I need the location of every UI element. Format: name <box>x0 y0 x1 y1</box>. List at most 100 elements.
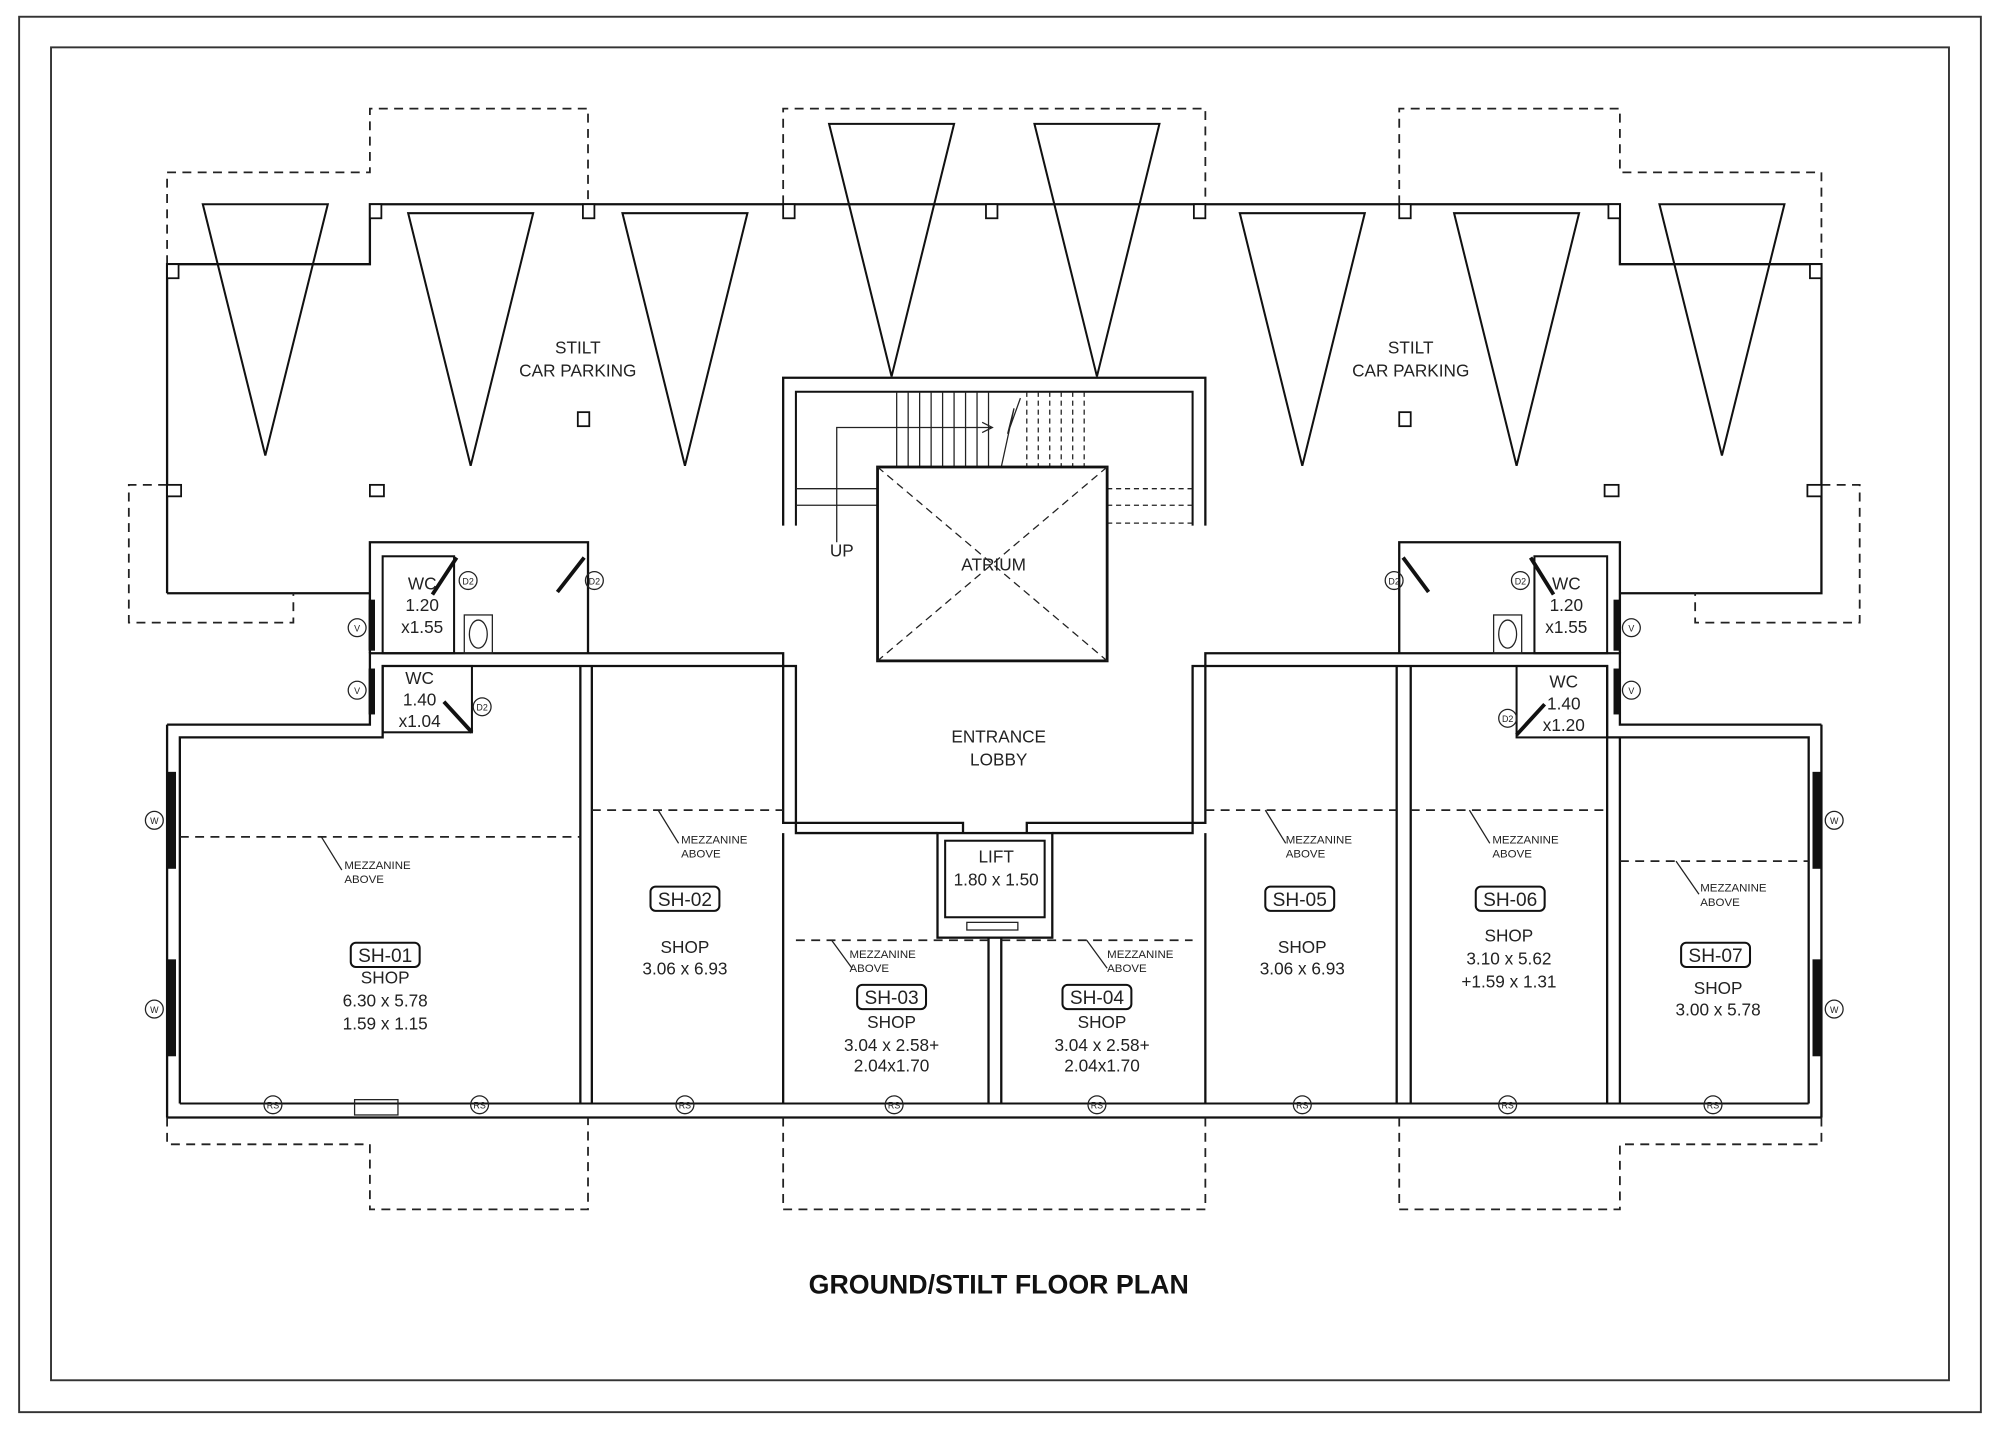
svg-text:3.06 x 6.93: 3.06 x 6.93 <box>642 959 727 979</box>
svg-text:ABOVE: ABOVE <box>1286 848 1326 860</box>
svg-text:D2: D2 <box>589 576 600 586</box>
svg-text:3.04 x 2.58+: 3.04 x 2.58+ <box>1054 1035 1149 1055</box>
svg-text:3.00 x 5.78: 3.00 x 5.78 <box>1676 999 1761 1019</box>
parking-label-right-2: CAR PARKING <box>1352 360 1469 380</box>
shutter-tags <box>263 1095 1723 1115</box>
parking-label-right: STILT <box>1388 337 1434 357</box>
shop-sh-02: SH-02 SHOP 3.06 x 6.93 <box>642 885 728 979</box>
atrium-void <box>876 465 1109 663</box>
shop-sh-04: SH-04 SHOP 3.04 x 2.58+ 2.04x1.70 <box>1054 983 1150 1076</box>
shop-sh-03: SH-03 SHOP 3.04 x 2.58+ 2.04x1.70 <box>844 983 939 1076</box>
svg-text:6.30 x 5.78: 6.30 x 5.78 <box>343 991 428 1011</box>
ventilator-tags <box>347 618 1641 700</box>
shop-sh-01: SH-01 SHOP 6.30 x 5.78 1.59 x 1.15 <box>343 941 428 1033</box>
svg-text:3.04 x 2.58+: 3.04 x 2.58+ <box>844 1035 939 1055</box>
svg-text:RS: RS <box>267 1101 279 1111</box>
wc-3-label: WC <box>1552 573 1581 593</box>
wc-4-label: WC <box>1549 672 1578 692</box>
svg-text:3.10 x 5.62: 3.10 x 5.62 <box>1466 948 1551 968</box>
svg-text:SH-07: SH-07 <box>1688 946 1742 967</box>
wc-1-label: WC <box>408 573 437 593</box>
svg-text:RS: RS <box>1296 1101 1308 1111</box>
lobby-label-2: LOBBY <box>970 749 1028 769</box>
lift-shaft <box>936 831 1054 939</box>
svg-text:MEZZANINE: MEZZANINE <box>849 949 916 961</box>
svg-text:D2: D2 <box>476 703 487 713</box>
svg-text:3.06 x 6.93: 3.06 x 6.93 <box>1260 959 1345 979</box>
svg-text:D2: D2 <box>1502 714 1513 724</box>
door-tags <box>458 570 1530 728</box>
columns <box>166 203 1823 498</box>
shop-sh-06: SH-06 SHOP 3.10 x 5.62 +1.59 x 1.31 <box>1461 885 1557 991</box>
svg-text:W: W <box>150 816 159 826</box>
svg-text:SHOP: SHOP <box>1078 1012 1127 1032</box>
svg-text:RS: RS <box>473 1101 485 1111</box>
svg-text:MEZZANINE: MEZZANINE <box>681 834 748 846</box>
wc-1-dim-2: x1.55 <box>401 617 443 637</box>
svg-text:SH-01: SH-01 <box>358 946 412 967</box>
lobby-label: ENTRANCE <box>951 727 1046 747</box>
lift-label: LIFT <box>978 846 1014 866</box>
drawing-title: GROUND/STILT FLOOR PLAN <box>809 1270 1189 1300</box>
window-tags <box>144 810 1844 1019</box>
parking-label-left: STILT <box>555 337 601 357</box>
svg-text:RS: RS <box>1707 1101 1719 1111</box>
sheet-outer-border <box>18 15 1982 1414</box>
svg-text:D2: D2 <box>1515 576 1526 586</box>
stair-up-label: UP <box>830 540 854 560</box>
svg-text:ABOVE: ABOVE <box>1700 897 1740 909</box>
svg-text:ABOVE: ABOVE <box>681 848 721 860</box>
svg-text:+1.59 x 1.31: +1.59 x 1.31 <box>1461 971 1556 991</box>
mezzanine-lines <box>179 809 1809 969</box>
svg-text:SHOP: SHOP <box>361 968 410 988</box>
svg-text:MEZZANINE: MEZZANINE <box>344 860 411 872</box>
wc-2-label: WC <box>405 668 434 688</box>
window-tag-labels: W W W W <box>150 816 1839 1015</box>
mezzanine-notes: MEZZANINE ABOVE MEZZANINE ABOVE MEZZANINE A… <box>344 834 1766 975</box>
wc-4-dim-2: x1.20 <box>1543 715 1585 735</box>
svg-text:V: V <box>354 624 360 634</box>
svg-text:RS: RS <box>888 1101 900 1111</box>
drawing-frame <box>50 46 1950 1382</box>
svg-text:SHOP: SHOP <box>867 1012 916 1032</box>
svg-text:SH-06: SH-06 <box>1483 890 1537 911</box>
wc-block-left <box>368 541 590 734</box>
svg-text:2.04x1.70: 2.04x1.70 <box>1064 1056 1140 1076</box>
lift-size: 1.80 x 1.50 <box>954 869 1039 889</box>
svg-text:W: W <box>150 1005 159 1015</box>
svg-text:ABOVE: ABOVE <box>1492 848 1532 860</box>
svg-text:MEZZANINE: MEZZANINE <box>1700 883 1767 895</box>
svg-text:SH-03: SH-03 <box>864 988 918 1009</box>
svg-text:RS: RS <box>679 1101 691 1111</box>
svg-text:ABOVE: ABOVE <box>1107 963 1147 975</box>
svg-text:SH-04: SH-04 <box>1070 988 1125 1009</box>
svg-text:SHOP: SHOP <box>1278 937 1327 957</box>
svg-text:RS: RS <box>1091 1101 1103 1111</box>
svg-text:W: W <box>1830 816 1839 826</box>
svg-text:D2: D2 <box>462 576 473 586</box>
shop-sh-05: SH-05 SHOP 3.06 x 6.93 <box>1260 885 1345 979</box>
parking-label-left-2: CAR PARKING <box>519 360 636 380</box>
svg-text:SHOP: SHOP <box>1485 925 1534 945</box>
svg-text:V: V <box>1628 686 1634 696</box>
wc-4-dim: 1.40 <box>1547 693 1580 713</box>
ventilator-tag-labels: VV VV <box>354 624 1634 697</box>
atrium-label: ATRIUM <box>961 554 1026 574</box>
svg-text:SH-05: SH-05 <box>1273 890 1327 911</box>
svg-text:ABOVE: ABOVE <box>344 874 384 886</box>
wc-3-dim-2: x1.55 <box>1545 617 1587 637</box>
svg-text:1.59 x 1.15: 1.59 x 1.15 <box>343 1013 428 1033</box>
wc-2-dim: 1.40 <box>403 690 436 710</box>
svg-text:MEZZANINE: MEZZANINE <box>1107 949 1174 961</box>
wc-block-right <box>1398 541 1622 739</box>
svg-text:2.04x1.70: 2.04x1.70 <box>854 1056 930 1076</box>
staircase <box>782 376 1207 543</box>
svg-text:SHOP: SHOP <box>1694 978 1743 998</box>
wc-2-dim-2: x1.04 <box>399 711 442 731</box>
shop-partitions <box>167 665 1822 1116</box>
svg-text:W: W <box>1830 1005 1839 1015</box>
svg-text:ABOVE: ABOVE <box>849 963 889 975</box>
